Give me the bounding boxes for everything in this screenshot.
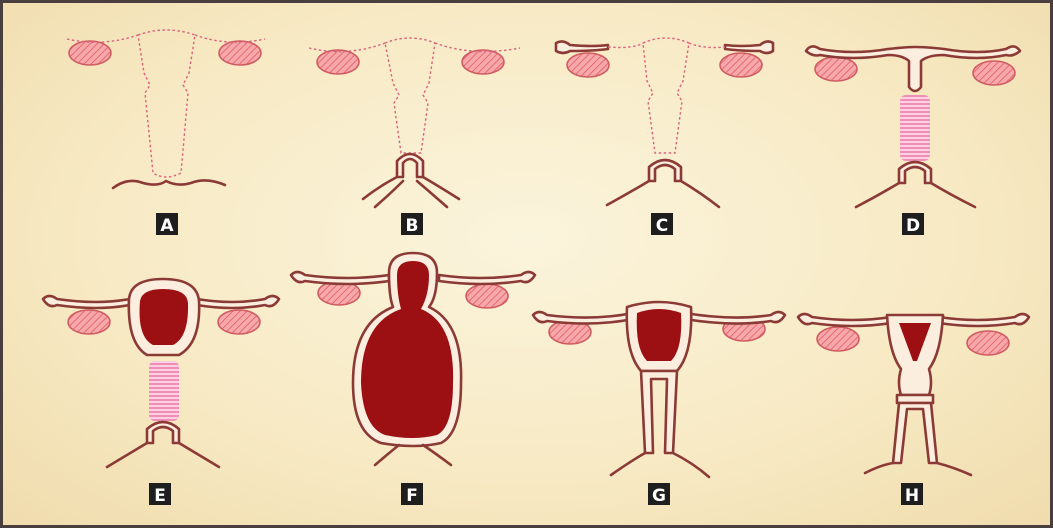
panel-c xyxy=(556,38,773,207)
vagina xyxy=(893,403,937,463)
panel-f xyxy=(291,253,535,465)
ovary-left xyxy=(317,50,359,74)
sinus-line xyxy=(865,463,971,475)
tube-left-right xyxy=(608,43,725,48)
fimbria-left xyxy=(556,41,608,53)
ovary-right xyxy=(466,284,508,308)
ovary-left xyxy=(68,310,110,334)
sinus-line xyxy=(856,183,975,207)
mullerian-development-diagram: A B C D E F G H xyxy=(3,3,1050,525)
panel-h xyxy=(798,314,1029,475)
ovary-right xyxy=(462,50,504,74)
panel-a xyxy=(67,30,265,188)
sinovaginal-bulb xyxy=(899,162,931,183)
hematometra xyxy=(140,289,189,345)
label-g: G xyxy=(648,483,670,506)
sinus-line xyxy=(375,445,451,465)
sinovaginal-bulb xyxy=(147,422,179,443)
hematocolpos xyxy=(361,261,453,438)
ovary-right xyxy=(973,61,1015,85)
label-b: B xyxy=(401,213,423,236)
panel-b xyxy=(309,38,520,207)
ovary-right xyxy=(219,41,261,65)
svg-text:A: A xyxy=(160,216,174,236)
mullerian-outline xyxy=(138,30,195,177)
label-e: E xyxy=(149,483,171,506)
svg-text:G: G xyxy=(652,486,666,506)
transverse-septum xyxy=(900,95,930,161)
ovary-left xyxy=(815,57,857,81)
ovary-left xyxy=(817,327,859,351)
panel-g xyxy=(533,302,785,477)
svg-text:B: B xyxy=(406,216,419,236)
svg-text:D: D xyxy=(906,216,920,236)
transverse-septum xyxy=(149,361,179,421)
ovary-left xyxy=(69,41,111,65)
label-f: F xyxy=(401,483,423,506)
ovary-right xyxy=(967,331,1009,355)
label-c: C xyxy=(651,213,673,236)
mullerian-outline xyxy=(385,38,435,153)
ovary-left xyxy=(567,53,609,77)
sinus-line xyxy=(607,181,719,207)
panel-e xyxy=(43,279,279,467)
label-d: D xyxy=(902,213,924,236)
vagina xyxy=(641,371,677,453)
sinus-line xyxy=(107,443,219,467)
sinovaginal-bulb xyxy=(397,154,423,177)
sinus-line xyxy=(611,453,709,477)
panel-d xyxy=(806,46,1020,207)
svg-text:H: H xyxy=(905,486,919,506)
hematometra xyxy=(637,309,682,361)
svg-text:C: C xyxy=(656,216,668,236)
ovary-right xyxy=(720,53,762,77)
svg-text:F: F xyxy=(406,486,418,506)
label-a: A xyxy=(156,213,178,236)
sinus-line xyxy=(113,180,225,188)
label-h: H xyxy=(901,483,923,506)
sinovaginal-bulb xyxy=(649,160,681,181)
svg-text:E: E xyxy=(154,486,166,506)
mullerian-outline xyxy=(643,38,689,153)
ovary-right xyxy=(218,310,260,334)
fimbria-right xyxy=(725,41,773,53)
sinus-line xyxy=(363,177,459,207)
